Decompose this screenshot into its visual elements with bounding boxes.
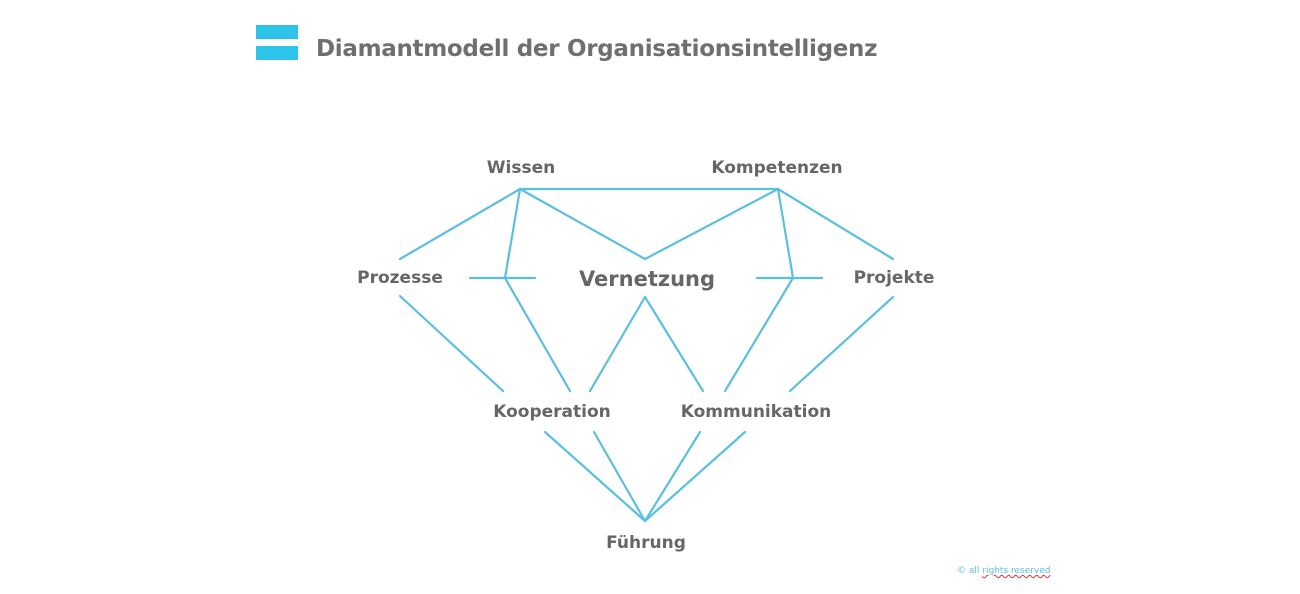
node-wissen: Wissen	[486, 158, 556, 178]
edge	[518, 187, 647, 261]
edge	[592, 430, 647, 523]
edge	[398, 294, 505, 393]
logo-bar-top	[256, 25, 298, 39]
edge	[776, 187, 895, 261]
node-kooperation: Kooperation	[493, 402, 611, 422]
edge	[776, 187, 795, 280]
edge	[398, 187, 522, 261]
edge	[723, 276, 795, 393]
edge	[543, 430, 647, 523]
node-prozesse: Prozesse	[357, 268, 443, 288]
edge	[643, 295, 705, 393]
node-projekte: Projekte	[853, 268, 935, 288]
edge	[643, 430, 747, 523]
edge	[503, 187, 522, 280]
node-fuehrung: Führung	[606, 533, 686, 553]
edge	[643, 187, 780, 261]
edge	[588, 295, 647, 393]
copyright-prefix: © all	[957, 566, 980, 576]
node-kompetenzen: Kompetenzen	[711, 158, 843, 178]
node-vernetzung: Vernetzung	[578, 267, 716, 291]
logo-bar-bottom	[256, 46, 298, 60]
edge	[503, 276, 572, 393]
node-kommunikation: Kommunikation	[680, 402, 832, 422]
edge	[643, 430, 702, 523]
copyright-notice: © all rights reserved	[957, 566, 1051, 576]
copyright-rights: rights reserved	[982, 566, 1051, 576]
edge	[788, 295, 895, 393]
page-title: Diamantmodell der Organisationsintellige…	[316, 36, 878, 62]
